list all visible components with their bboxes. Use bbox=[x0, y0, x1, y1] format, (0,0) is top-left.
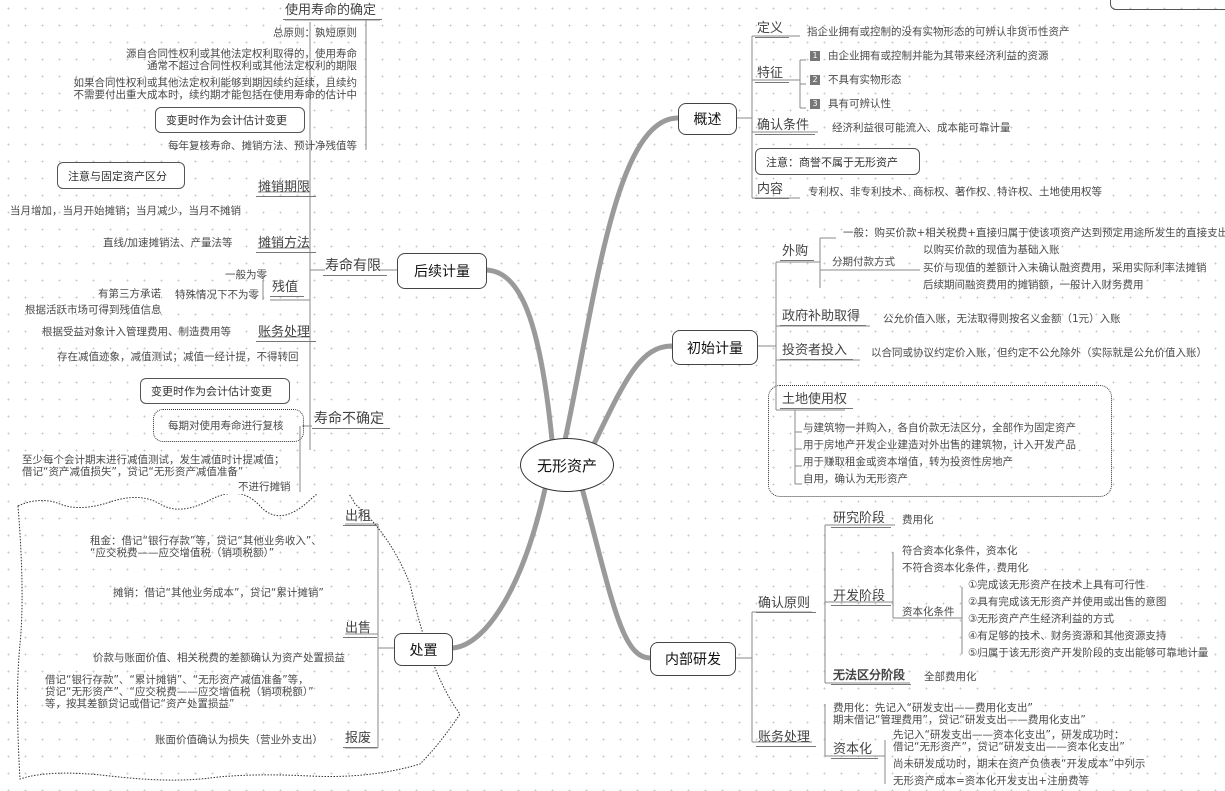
sale-item: 借记“银行存款”、“累计摊销”、“无形资产减值准备”等， 贷记“无形资产”、“应… bbox=[45, 674, 314, 710]
capitalization-condition: ②具有完成该无形资产并使用或出售的意图 bbox=[968, 596, 1167, 608]
capitalization-item: 无形资产成本=资本化开发支出+注册费等 bbox=[893, 775, 1090, 787]
scrap-text: 账面价值确认为损失（营业外支出） bbox=[155, 734, 323, 746]
residual-general: 一般为零 bbox=[225, 269, 267, 281]
government-grant-text: 公允价值入账，无法取得则按名义金额（1元）入账 bbox=[883, 313, 1121, 325]
undistinguishable-stage-text: 全部费用化 bbox=[924, 671, 977, 683]
indefinite-review: 每期对使用寿命进行复核 bbox=[168, 420, 284, 432]
finite-impairment-text: 存在减值迹象，减值测试；减值一经计提，不得转回 bbox=[57, 351, 299, 363]
capitalization-conditions-label: 资本化条件 bbox=[902, 606, 955, 618]
recognition-text: 经济利益很可能流入、成本能可靠计量 bbox=[832, 122, 1011, 134]
sale-item: 价款与账面价值、相关税费的差额确认为资产处置损益 bbox=[93, 652, 345, 664]
installment-item: 以购买价款的现值为基础入账 bbox=[923, 244, 1060, 256]
topic-subsequent-measurement[interactable]: 后续计量 bbox=[397, 253, 487, 289]
topic-overview[interactable]: 概述 bbox=[678, 103, 737, 135]
installment-item: 买价与现值的差额计入未确认融资费用，采用实际利率法摊销 bbox=[923, 262, 1207, 274]
amortization-method-text: 直线/加速摊销法、产量法等 bbox=[103, 237, 233, 249]
land-item: 自用，确认为无形资产 bbox=[803, 473, 908, 485]
capitalization-condition: ①完成该无形资产在技术上具有可行性 bbox=[968, 579, 1146, 591]
rd-accounting-label[interactable]: 账务处理 bbox=[756, 730, 817, 747]
life-review-group bbox=[153, 409, 304, 442]
indefinite-change-callout[interactable]: 变更时作为会计估计变更 bbox=[140, 378, 290, 404]
purchase-label[interactable]: 外购 bbox=[780, 244, 815, 261]
offscreen-node bbox=[1110, 0, 1225, 10]
feature-number-badge: 3 bbox=[810, 99, 820, 109]
fixed-asset-distinction-callout[interactable]: 注意与固定资产区分 bbox=[57, 162, 185, 189]
topic-disposal[interactable]: 处置 bbox=[394, 633, 453, 666]
amortization-period-label[interactable]: 摊销期限 bbox=[256, 180, 317, 197]
expense-treatment: 费用化：先记入“研发支出——费用化支出” 期末借记“管理费用”，贷记“研发支出—… bbox=[833, 702, 1086, 726]
topic-internal-rd[interactable]: 内部研发 bbox=[650, 642, 736, 676]
feature-item: 不具有实物形态 bbox=[828, 74, 902, 86]
research-stage-text: 费用化 bbox=[902, 514, 934, 526]
features-label[interactable]: 特征 bbox=[755, 66, 790, 83]
investor-contribution-text: 以合同或协议约定价入账，但约定不公允除外（实际就是公允价值入账） bbox=[871, 347, 1207, 359]
finite-life-label[interactable]: 寿命有限 bbox=[323, 259, 387, 276]
amortization-period-text: 当月增加，当月开始摊销；当月减少，当月不摊销 bbox=[10, 205, 241, 217]
capitalization-item: 先记入“研发支出——资本化支出”，研发成功时： 借记“无形资产”，贷记“研发支出… bbox=[893, 729, 1125, 753]
capitalization-label[interactable]: 资本化 bbox=[831, 742, 879, 759]
topic-initial-measurement[interactable]: 初始计量 bbox=[672, 330, 758, 365]
goodwill-note-callout[interactable]: 注意：商誉不属于无形资产 bbox=[755, 148, 920, 175]
rent-item: 摊销：借记“其他业务成本”，贷记“累计摊销” bbox=[113, 587, 324, 599]
capitalization-item: 尚未研发成功时，期末在资产负债表“开发成本”中列示 bbox=[893, 758, 1146, 770]
content-label[interactable]: 内容 bbox=[755, 182, 790, 199]
finite-accounting-text: 根据受益对象计入管理费用、制造费用等 bbox=[42, 326, 231, 338]
government-grant-label[interactable]: 政府补助取得 bbox=[780, 309, 867, 326]
residual-case: 根据活跃市场可得到残值信息 bbox=[25, 304, 162, 316]
content-text: 专利权、非专利技术、商标权、著作权、特许权、土地使用权等 bbox=[808, 186, 1102, 198]
residual-value-label[interactable]: 残值 bbox=[270, 280, 305, 297]
disposal-cloud-outline bbox=[17, 494, 461, 781]
scrap-label[interactable]: 报废 bbox=[343, 731, 378, 748]
useful-life-item: 每年复核寿命、摊销方法、预计净残值等 bbox=[168, 140, 357, 152]
land-item: 用于房地产开发企业建造对外出售的建筑物，计入开发产品 bbox=[803, 439, 1076, 451]
feature-number-badge: 2 bbox=[810, 75, 820, 85]
investor-contribution-label[interactable]: 投资者投入 bbox=[780, 343, 854, 360]
purchase-general: 一般：购买价款+相关税费+直接归属于使该项资产达到预定用途所发生的直接支出 bbox=[843, 227, 1225, 239]
amortization-method-label[interactable]: 摊销方法 bbox=[256, 236, 317, 253]
land-use-rights-label[interactable]: 土地使用权 bbox=[780, 392, 854, 409]
rent-label[interactable]: 出租 bbox=[343, 509, 378, 526]
sale-label[interactable]: 出售 bbox=[343, 621, 378, 638]
central-topic[interactable]: 无形资产 bbox=[520, 438, 614, 492]
useful-life-item: 总原则：孰短原则 bbox=[273, 27, 357, 39]
capitalization-condition: ④有足够的技术、财务资源和其他资源支持 bbox=[968, 630, 1167, 642]
recognition-label[interactable]: 确认条件 bbox=[755, 118, 816, 135]
recognition-principle-label[interactable]: 确认原则 bbox=[756, 596, 817, 613]
land-item: 用于赚取租金或资本增值，转为投资性房地产 bbox=[803, 456, 1013, 468]
feature-number-badge: 1 bbox=[810, 51, 820, 61]
useful-life-item: 如果合同性权利或其他法定权利能够到期因续约延续，且续约 不需要付出重大成本时，续… bbox=[73, 77, 358, 101]
finite-accounting-label[interactable]: 账务处理 bbox=[256, 325, 317, 342]
land-use-rights-group bbox=[768, 385, 1112, 497]
feature-item: 具有可辨认性 bbox=[828, 98, 891, 110]
definition-text: 指企业拥有或控制的没有实物形态的可辨认非货币性资产 bbox=[807, 26, 1070, 38]
feature-item: 由企业拥有或控制并能为其带来经济利益的资源 bbox=[828, 50, 1049, 62]
land-item: 与建筑物一并购入，各自价款无法区分，全部作为固定资产 bbox=[803, 422, 1076, 434]
residual-case: 有第三方承诺 bbox=[98, 288, 161, 300]
life-change-callout[interactable]: 变更时作为会计估计变更 bbox=[155, 107, 305, 133]
development-stage-label[interactable]: 开发阶段 bbox=[831, 589, 892, 606]
capitalization-condition: ③无形资产产生经济利益的方式 bbox=[968, 613, 1114, 625]
definition-label[interactable]: 定义 bbox=[755, 21, 790, 38]
indefinite-life-label[interactable]: 寿命不确定 bbox=[312, 412, 390, 429]
residual-special: 特殊情况下不为零 bbox=[175, 289, 259, 301]
useful-life-item: 源自合同性权利或其他法定权利取得的，使用寿命 通常不超过合同性权利或其他法定权利… bbox=[126, 48, 357, 72]
rent-item: 租金：借记“银行存款”等，贷记“其他业务收入”、 “应交税费——应交增值税（销项… bbox=[90, 535, 322, 559]
installment-item: 后续期间融资费用的摊销额，一般计入财务费用 bbox=[923, 279, 1144, 291]
development-item: 符合资本化条件，资本化 bbox=[902, 545, 1018, 557]
capitalization-condition: ⑤归属于该无形资产开发阶段的支出能够可靠地计量 bbox=[968, 647, 1209, 659]
undistinguishable-stage-label[interactable]: 无法区分阶段 bbox=[831, 668, 912, 685]
development-item: 不符合资本化条件，费用化 bbox=[902, 562, 1028, 574]
installment-label: 分期付款方式 bbox=[832, 256, 895, 268]
research-stage-label[interactable]: 研究阶段 bbox=[831, 511, 892, 528]
indefinite-impairment: 至少每个会计期末进行减值测试，发生减值时计提减值； 借记“资产减值损失”，贷记“… bbox=[22, 454, 285, 478]
indefinite-no-amortization: 不进行摊销 bbox=[238, 481, 291, 493]
useful-life-label[interactable]: 使用寿命的确定 bbox=[283, 3, 383, 20]
